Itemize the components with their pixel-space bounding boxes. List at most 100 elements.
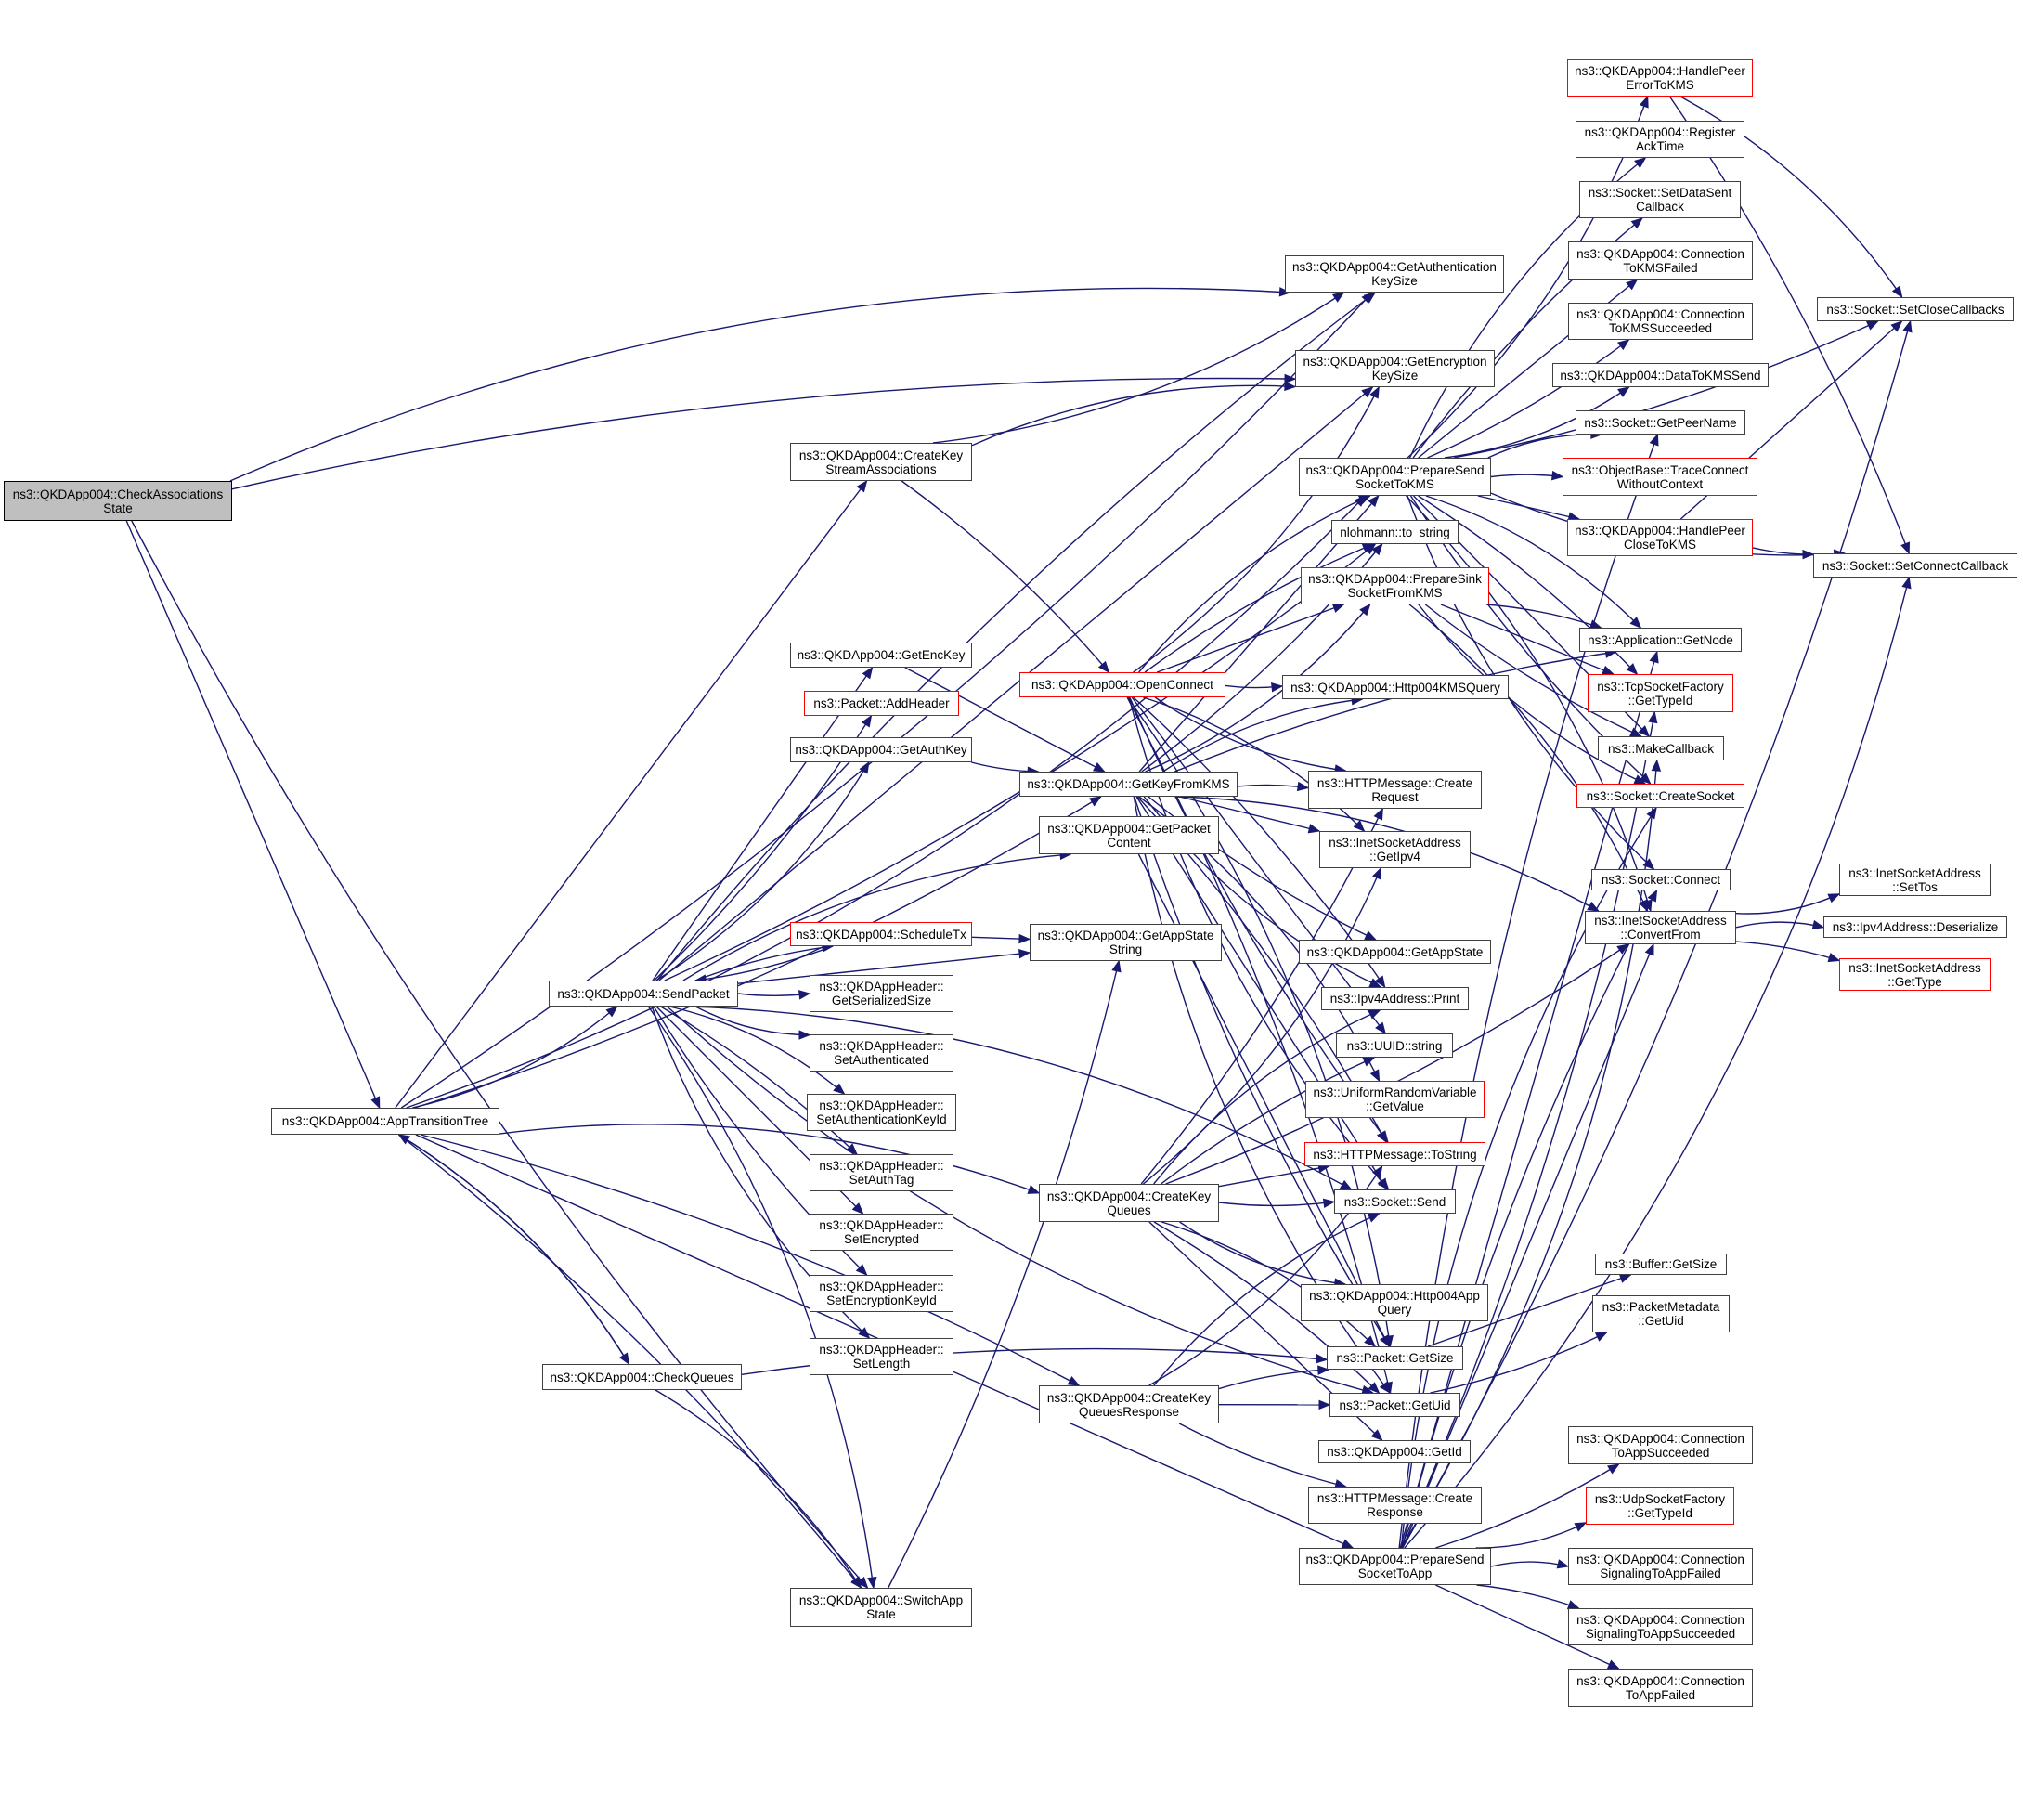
node-open-connect[interactable]: ns3::QKDApp004::OpenConnect	[1019, 672, 1225, 697]
node-get-id[interactable]: ns3::QKDApp004::GetId	[1318, 1440, 1471, 1463]
edge-arrowhead	[1651, 759, 1662, 772]
node-inet-get-type[interactable]: ns3::InetSocketAddress::GetType	[1839, 958, 1991, 991]
edge-arrowhead	[1369, 1069, 1381, 1083]
edge-prepare-sink-socket-from-kms-to-socket-create-socket	[1418, 604, 1646, 785]
node-label-line: ns3::QKDApp004::OpenConnect	[1031, 678, 1213, 692]
edge-arrowhead	[1374, 975, 1386, 989]
node-udp-socket-factory-get-type-id[interactable]: ns3::UdpSocketFactory::GetTypeId	[1586, 1487, 1734, 1525]
node-application-get-node[interactable]: ns3::Application::GetNode	[1579, 628, 1742, 652]
edge-inet-convert-from-to-inet-get-type	[1735, 941, 1840, 962]
node-uuid-string[interactable]: ns3::UUID::string	[1336, 1034, 1453, 1058]
node-send-packet[interactable]: ns3::QKDApp004::SendPacket	[549, 981, 738, 1007]
node-schedule-tx[interactable]: ns3::QKDApp004::ScheduleTx	[790, 922, 972, 946]
node-uniform-get-value[interactable]: ns3::UniformRandomVariable::GetValue	[1305, 1081, 1485, 1118]
node-label-line: ns3::Socket::SetCloseCallbacks	[1826, 302, 2004, 317]
node-socket-get-peer-name[interactable]: ns3::Socket::GetPeerName	[1576, 410, 1745, 435]
node-data-to-kms-send[interactable]: ns3::QKDApp004::DataToKMSSend	[1552, 363, 1769, 387]
edge-send-packet-to-schedule-tx	[694, 945, 834, 982]
node-label-line: ns3::QKDApp004::SwitchApp	[798, 1593, 964, 1607]
node-http-to-string[interactable]: ns3::HTTPMessage::ToString	[1304, 1142, 1485, 1166]
edge-handle-peer-error-to-kms-to-socket-set-close-callbacks	[1679, 96, 1903, 298]
node-http004-kms-query[interactable]: ns3::QKDApp004::Http004KMSQuery	[1282, 675, 1509, 699]
node-app-transition-tree[interactable]: ns3::QKDApp004::AppTransitionTree	[271, 1108, 499, 1135]
edge-prepare-send-socket-to-app-to-socket-get-peer-name	[1398, 434, 1659, 1549]
node-ipv4-print[interactable]: ns3::Ipv4Address::Print	[1321, 987, 1469, 1010]
node-inet-get-ipv4[interactable]: ns3::InetSocketAddress::GetIpv4	[1319, 831, 1471, 868]
node-hdr-get-serialized-size[interactable]: ns3::QKDAppHeader::GetSerializedSize	[810, 975, 953, 1012]
edge-send-packet-to-hdr-set-authentication-key-id	[668, 1006, 845, 1095]
node-get-enc-key[interactable]: ns3::QKDApp004::GetEncKey	[790, 643, 972, 668]
node-ipv4-deserialize[interactable]: ns3::Ipv4Address::Deserialize	[1823, 916, 2007, 938]
node-packet-get-uid[interactable]: ns3::Packet::GetUid	[1329, 1393, 1460, 1417]
edge-open-connect-to-prepare-send-socket-to-kms	[1138, 495, 1370, 673]
node-get-key-from-kms[interactable]: ns3::QKDApp004::GetKeyFromKMS	[1019, 772, 1238, 797]
node-hdr-set-authentication-key-id[interactable]: ns3::QKDAppHeader::SetAuthenticationKeyI…	[807, 1094, 956, 1131]
node-packet-metadata-get-uid[interactable]: ns3::PacketMetadata::GetUid	[1592, 1295, 1730, 1332]
node-hdr-set-auth-tag[interactable]: ns3::QKDAppHeader::SetAuthTag	[810, 1154, 953, 1191]
node-label-line: State	[103, 500, 133, 515]
edge-arrowhead	[1648, 710, 1658, 724]
node-packet-add-header[interactable]: ns3::Packet::AddHeader	[804, 691, 959, 716]
node-socket-connect[interactable]: ns3::Socket::Connect	[1591, 869, 1731, 890]
node-socket-set-close-callbacks[interactable]: ns3::Socket::SetCloseCallbacks	[1817, 297, 2014, 321]
node-hdr-set-length[interactable]: ns3::QKDAppHeader::SetLength	[810, 1338, 953, 1375]
node-socket-set-connect-callback[interactable]: ns3::Socket::SetConnectCallback	[1813, 553, 2017, 578]
node-hdr-set-encrypted[interactable]: ns3::QKDAppHeader::SetEncrypted	[810, 1214, 953, 1251]
node-get-app-state[interactable]: ns3::QKDApp004::GetAppState	[1299, 940, 1491, 964]
node-inet-convert-from[interactable]: ns3::InetSocketAddress::ConvertFrom	[1585, 911, 1736, 944]
edge-arrowhead	[605, 1006, 618, 1018]
node-hdr-set-authenticated[interactable]: ns3::QKDAppHeader::SetAuthenticated	[810, 1034, 953, 1072]
node-hdr-set-encryption-key-id[interactable]: ns3::QKDAppHeader::SetEncryptionKeyId	[810, 1275, 953, 1312]
node-tcp-socket-factory-get-type-id[interactable]: ns3::TcpSocketFactory::GetTypeId	[1588, 674, 1733, 712]
node-inet-set-tos[interactable]: ns3::InetSocketAddress::SetTos	[1839, 864, 1991, 896]
node-nlohmann-to-string[interactable]: nlohmann::to_string	[1331, 520, 1459, 544]
node-label-line: ns3::MakeCallback	[1607, 741, 1715, 756]
node-label-line: ::GetTypeId	[1627, 1505, 1692, 1520]
node-label-line: ToAppFailed	[1625, 1687, 1696, 1702]
edge-arrowhead	[1364, 1335, 1377, 1347]
edge-arrowhead	[397, 1134, 411, 1145]
node-make-callback[interactable]: ns3::MakeCallback	[1598, 736, 1724, 760]
node-check-queues[interactable]: ns3::QKDApp004::CheckQueues	[542, 1364, 742, 1390]
edge-prepare-send-socket-to-app-to-tcp-socket-factory-get-type-id	[1399, 711, 1655, 1549]
edge-prepare-sink-socket-from-kms-to-inet-convert-from	[1408, 604, 1649, 912]
node-socket-create-socket[interactable]: ns3::Socket::CreateSocket	[1576, 784, 1744, 808]
edge-prepare-send-socket-to-app-to-connection-signaling-to-app-succeeded	[1476, 1584, 1579, 1609]
edge-create-key-queues-to-ipv4-print	[1153, 1009, 1381, 1185]
node-packet-get-size[interactable]: ns3::Packet::GetSize	[1327, 1346, 1463, 1370]
edge-prepare-send-socket-to-app-to-connection-signaling-to-app-failed	[1490, 1561, 1569, 1567]
node-get-auth-key[interactable]: ns3::QKDApp004::GetAuthKey	[790, 737, 972, 762]
node-label-line: ns3::QKDApp004::SendPacket	[557, 986, 730, 1001]
edge-open-connect-to-http-to-string	[1129, 696, 1389, 1143]
node-socket-send[interactable]: ns3::Socket::Send	[1334, 1190, 1456, 1214]
node-label-line: nlohmann::to_string	[1340, 525, 1450, 540]
edge-arrowhead	[1617, 339, 1630, 351]
node-label-line: ns3::Socket::SetConnectCallback	[1822, 558, 2009, 573]
node-buffer-get-size[interactable]: ns3::Buffer::GetSize	[1595, 1254, 1727, 1275]
